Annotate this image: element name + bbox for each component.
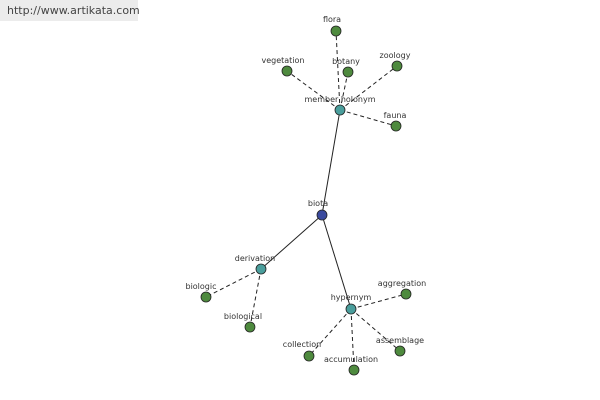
- edge-biota-to-derivation: [260, 214, 323, 270]
- node-assemblage[interactable]: [394, 345, 406, 357]
- site-url-banner: http://www.artikata.com: [0, 0, 140, 21]
- labels-layer: biota member holonym derivation hypernym flo…: [185, 15, 426, 364]
- edge-biota-to-hypernym: [321, 214, 352, 310]
- node-label-aggregation[interactable]: aggregation: [378, 279, 426, 288]
- node-label-collection[interactable]: collection: [283, 340, 321, 349]
- node-accumulation[interactable]: [348, 364, 360, 376]
- node-flora[interactable]: [330, 25, 342, 37]
- node-label-flora[interactable]: flora: [323, 15, 341, 24]
- edge-derivation-to-biologic: [205, 268, 262, 298]
- node-label-member-holonym[interactable]: member holonym: [304, 95, 375, 104]
- node-label-derivation[interactable]: derivation: [235, 254, 275, 263]
- edge-hypernym-to-assemblage: [350, 308, 401, 352]
- edge-derivation-to-biological: [249, 268, 262, 328]
- node-label-zoology[interactable]: zoology: [380, 51, 411, 60]
- edge-member-holonym-to-zoology: [339, 65, 398, 111]
- edge-member-holonym-to-vegetation: [286, 70, 341, 111]
- node-aggregation[interactable]: [400, 288, 412, 300]
- node-label-assemblage[interactable]: assemblage: [376, 336, 424, 345]
- node-label-biological[interactable]: biological: [224, 312, 262, 321]
- edge-biota-to-member-holonym: [321, 109, 341, 216]
- nodes-layer: [200, 25, 412, 376]
- edges-layer: [205, 30, 407, 371]
- edge-member-holonym-to-flora: [335, 30, 341, 111]
- node-label-vegetation[interactable]: vegetation: [261, 56, 304, 65]
- node-label-accumulation[interactable]: accumulation: [324, 355, 378, 364]
- node-label-hypernym[interactable]: hypernym: [331, 293, 372, 302]
- node-label-biologic[interactable]: biologic: [185, 282, 216, 291]
- node-label-biota[interactable]: biota: [308, 199, 328, 208]
- node-fauna[interactable]: [390, 120, 402, 132]
- edge-hypernym-to-accumulation: [350, 308, 355, 371]
- node-botany[interactable]: [342, 66, 354, 78]
- node-zoology[interactable]: [391, 60, 403, 72]
- node-derivation[interactable]: [255, 263, 267, 275]
- node-member-holonym[interactable]: [334, 104, 346, 116]
- edge-member-holonym-to-fauna: [339, 109, 397, 127]
- node-label-fauna[interactable]: fauna: [384, 111, 407, 120]
- node-collection[interactable]: [303, 350, 315, 362]
- node-hypernym[interactable]: [345, 303, 357, 315]
- node-biological[interactable]: [244, 321, 256, 333]
- node-biota[interactable]: [316, 209, 328, 221]
- edge-hypernym-to-collection: [308, 308, 352, 357]
- node-label-botany[interactable]: botany: [332, 57, 360, 66]
- node-vegetation[interactable]: [281, 65, 293, 77]
- node-biologic[interactable]: [200, 291, 212, 303]
- edge-hypernym-to-aggregation: [350, 293, 407, 310]
